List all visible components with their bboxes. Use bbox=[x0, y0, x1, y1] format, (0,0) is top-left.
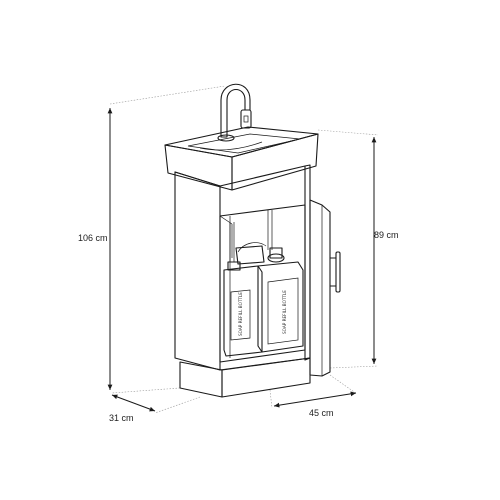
height-cabinet-label: 89 cm bbox=[374, 230, 399, 240]
cabinet-door bbox=[309, 199, 341, 377]
right-refill-container: SOAP REFILL BOTTLE bbox=[257, 247, 304, 353]
basin bbox=[164, 126, 319, 191]
width-label: 45 cm bbox=[309, 408, 334, 418]
cabinet-interior bbox=[219, 204, 306, 363]
door-handle bbox=[329, 251, 341, 293]
right-container-label: SOAP REFILL BOTTLE bbox=[282, 290, 287, 334]
width-arrow bbox=[273, 391, 357, 408]
left-container-label: SOAP REFILL BOTTLE bbox=[238, 292, 243, 336]
cabinet-plinth bbox=[179, 357, 311, 398]
faucet bbox=[217, 83, 252, 142]
dimension-arrows bbox=[107, 108, 377, 412]
depth-label: 31 cm bbox=[109, 413, 134, 423]
dimension-guides bbox=[109, 85, 379, 414]
depth-arrow bbox=[111, 394, 156, 412]
height-total-label: 106 cm bbox=[78, 233, 108, 243]
